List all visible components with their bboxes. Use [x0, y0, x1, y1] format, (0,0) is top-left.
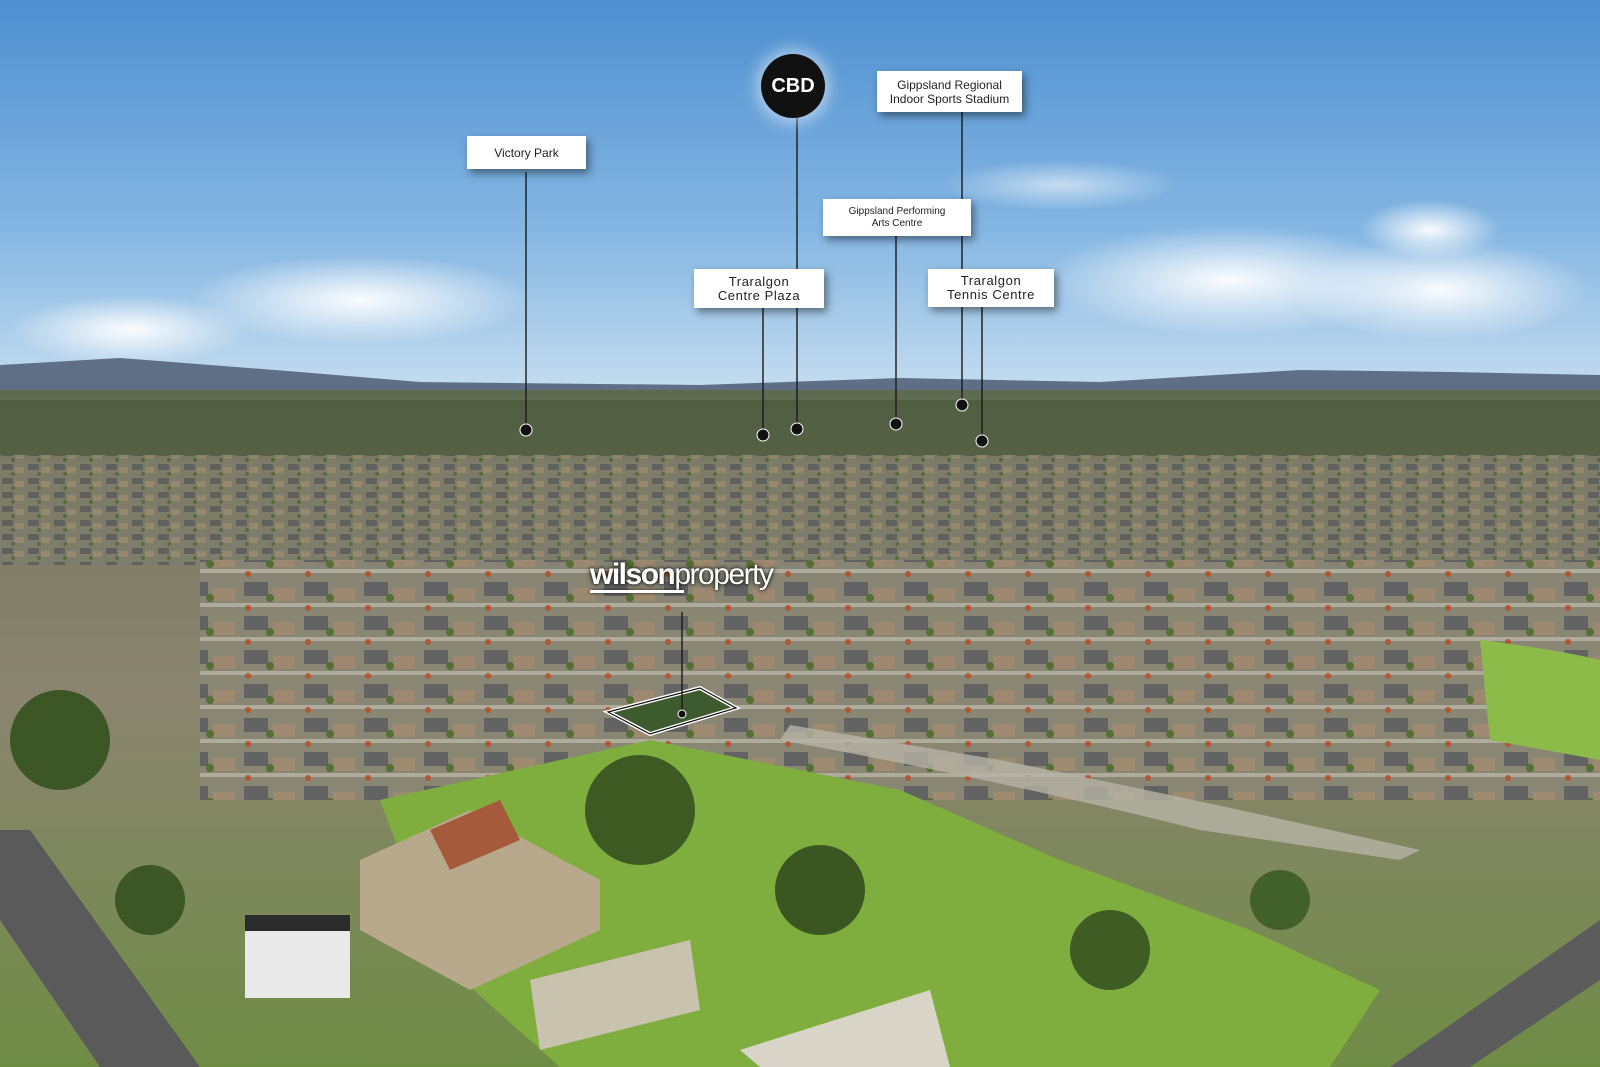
marker-stadium [955, 398, 969, 412]
tennis-centre-label-line2: Tennis Centre [946, 287, 1035, 302]
logo-underline [590, 590, 684, 593]
marker-site [677, 709, 687, 719]
performing-arts-label-line1: Gippsland Performing [848, 205, 946, 217]
victory-park-label: Victory Park [494, 145, 559, 160]
logo-light-text: property [674, 558, 774, 591]
tennis-centre-label-line1: Traralgon [960, 273, 1022, 288]
cbd-marker: CBD [761, 54, 825, 118]
wilson-property-logo: wilsonproperty [590, 558, 774, 594]
centre-plaza-callout: Traralgon Centre Plaza [694, 269, 824, 308]
victory-park-callout: Victory Park [467, 136, 586, 169]
marker-cbd [790, 422, 804, 436]
logo-bold-text: wilson [590, 558, 676, 591]
marker-tennis-centre [975, 434, 989, 448]
gippsland-stadium-label-line1: Gippsland Regional [897, 77, 1002, 92]
marker-victory-park [519, 423, 533, 437]
gippsland-stadium-callout: Gippsland Regional Indoor Sports Stadium [877, 71, 1022, 112]
centre-plaza-label-line1: Traralgon [728, 273, 790, 289]
tennis-centre-callout: Traralgon Tennis Centre [928, 269, 1054, 307]
gippsland-stadium-label-line2: Indoor Sports Stadium [889, 91, 1010, 106]
centre-plaza-label-line2: Centre Plaza [717, 287, 801, 303]
marker-centre-plaza [756, 428, 770, 442]
marker-performing-arts [889, 417, 903, 431]
performing-arts-callout: Gippsland Performing Arts Centre [823, 199, 971, 236]
cbd-label: CBD [771, 74, 815, 97]
performing-arts-label-line2: Arts Centre [871, 217, 923, 229]
